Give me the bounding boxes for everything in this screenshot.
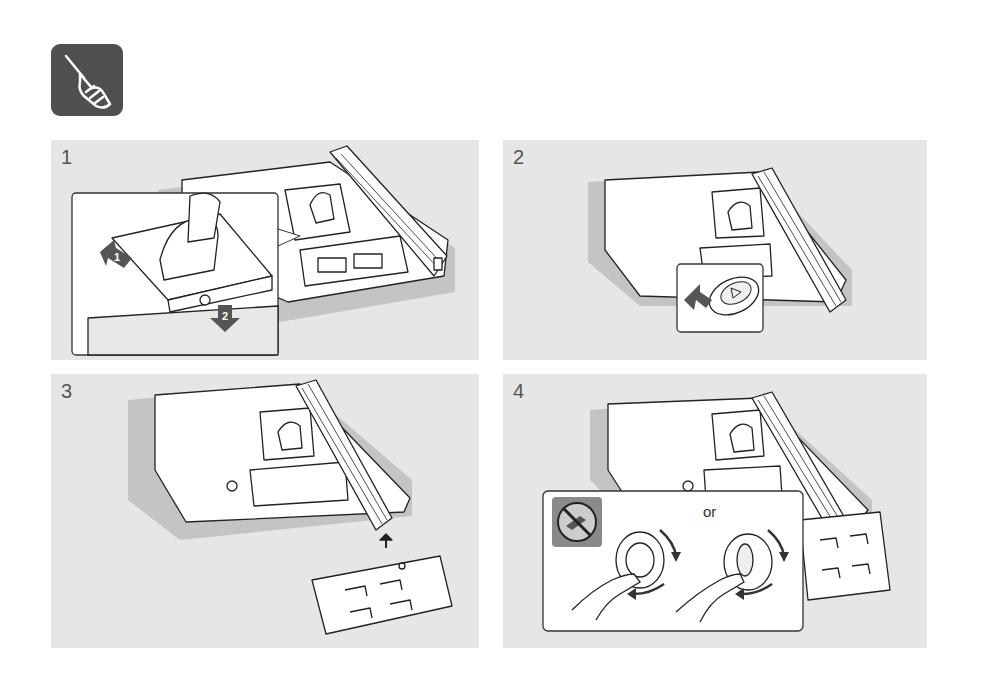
step-number: 2 xyxy=(513,146,524,169)
button-inset xyxy=(677,264,765,332)
step-number: 4 xyxy=(513,380,524,403)
step-panel: 4 or xyxy=(503,374,927,648)
step-panel xyxy=(503,140,927,360)
direction-arrow xyxy=(100,240,132,268)
step-panel: 3 xyxy=(51,374,479,648)
step-number: 1 xyxy=(61,146,72,169)
alternative-text: or xyxy=(703,503,716,520)
monitor-back xyxy=(158,146,455,322)
detail-inset xyxy=(72,193,300,355)
step-panel xyxy=(51,140,479,360)
tool-icon xyxy=(51,44,123,116)
detail-inset: or xyxy=(543,491,803,631)
step-number: 3 xyxy=(61,380,72,403)
direction-arrow xyxy=(210,305,240,332)
step-panel: 1 xyxy=(51,140,479,360)
callout-number: 2 xyxy=(222,310,228,322)
callout-number: 1 xyxy=(114,251,120,263)
screw-inset xyxy=(543,491,803,631)
monitor-back xyxy=(128,380,452,634)
step-panel xyxy=(503,374,927,648)
screwdriver-hand xyxy=(66,56,110,108)
step-panel xyxy=(51,374,479,648)
step-panel: 2 xyxy=(503,140,927,360)
